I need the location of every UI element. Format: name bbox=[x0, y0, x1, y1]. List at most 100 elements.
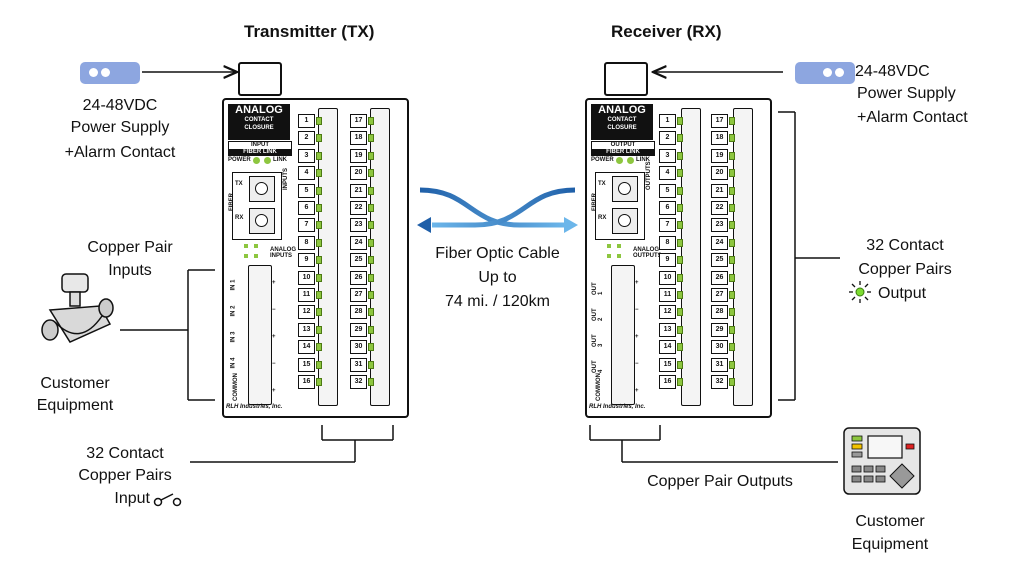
rx-output-terminal-strip[interactable] bbox=[611, 265, 635, 405]
tx-terminal-13: 13 bbox=[298, 322, 315, 337]
rx-terminal-4: 4 bbox=[659, 166, 676, 181]
tx-terminal-6: 6 bbox=[298, 201, 315, 215]
rx-terminal-led-5 bbox=[677, 186, 683, 195]
cust-left-label-2: Equipment bbox=[36, 397, 114, 414]
tx-analog-label: ANALOG INPUTS bbox=[270, 247, 296, 259]
rx-terminal-32: 32 bbox=[711, 375, 728, 389]
tx-terminal-led-26 bbox=[368, 273, 374, 282]
rx-terminal-14: 14 bbox=[659, 340, 676, 355]
tx-link-led-label: LINK bbox=[273, 157, 287, 163]
rx-terminal-28: 28 bbox=[711, 305, 728, 320]
tx-terminal-led-10 bbox=[316, 273, 322, 282]
tx-terminal-led-1 bbox=[316, 117, 322, 125]
tx-terminal-led-13 bbox=[316, 325, 322, 334]
cust-left-label-1: Customer bbox=[40, 375, 110, 392]
rx-power-led bbox=[616, 157, 623, 164]
tx-terminal-led-29 bbox=[368, 325, 374, 334]
rx-terminal-led-8 bbox=[677, 238, 683, 247]
rx-terminal-led-19 bbox=[729, 151, 735, 160]
rx-terminal-led-20 bbox=[729, 169, 735, 178]
tx-power-label-3: +Alarm Contact bbox=[64, 144, 176, 161]
tx-analog-pins bbox=[238, 242, 268, 262]
tx-terminal-led-2 bbox=[316, 134, 322, 143]
tx-channel-labels: IN 1 IN 2 IN 3 IN 4 COMMON bbox=[230, 279, 239, 401]
tx-terminal-29: 29 bbox=[350, 322, 367, 337]
rx-terminal-led-3 bbox=[677, 151, 683, 160]
tx-terminal-17: 17 bbox=[350, 114, 367, 128]
contact-in-label-3: Input bbox=[114, 490, 150, 507]
tx-terminal-led-14 bbox=[316, 343, 322, 352]
rx-terminal-25: 25 bbox=[711, 253, 728, 268]
rx-terminal-led-16 bbox=[677, 378, 683, 386]
rx-terminal-led-21 bbox=[729, 186, 735, 195]
rx-terminal-30: 30 bbox=[711, 340, 728, 355]
rx-fiber-port-tx[interactable] bbox=[612, 176, 638, 202]
tx-fiber-port-rx[interactable] bbox=[249, 208, 275, 234]
tx-terminal-11: 11 bbox=[298, 288, 315, 302]
tx-terminal-26: 26 bbox=[350, 270, 367, 285]
tx-fiber-port-tx[interactable] bbox=[249, 176, 275, 202]
tx-terminal-led-15 bbox=[316, 360, 322, 369]
rx-terminal-led-6 bbox=[677, 204, 683, 212]
rx-strip-2[interactable] bbox=[733, 108, 753, 406]
tx-power-led bbox=[253, 157, 260, 164]
tx-terminal-led-18 bbox=[368, 134, 374, 143]
rx-terminal-17: 17 bbox=[711, 114, 728, 128]
tx-input-terminal-strip[interactable] bbox=[248, 265, 272, 405]
rx-fiber-port-rx[interactable] bbox=[612, 208, 638, 234]
flow-meter-icon bbox=[41, 273, 114, 343]
tx-terminal-led-25 bbox=[368, 256, 374, 265]
rx-terminal-led-32 bbox=[729, 378, 735, 386]
tx-terminal-led-32 bbox=[368, 378, 374, 386]
tx-terminal-led-12 bbox=[316, 308, 322, 317]
rx-terminal-led-2 bbox=[677, 134, 683, 143]
contact-out-label-3: Output bbox=[878, 285, 927, 302]
rx-terminal-13: 13 bbox=[659, 322, 676, 337]
tx-terminal-23: 23 bbox=[350, 218, 367, 233]
tx-terminal-led-21 bbox=[368, 186, 374, 195]
rx-terminal-led-25 bbox=[729, 256, 735, 265]
rx-terminal-led-29 bbox=[729, 325, 735, 334]
tx-terminal-9: 9 bbox=[298, 253, 315, 268]
tx-terminal-16: 16 bbox=[298, 375, 315, 389]
tx-terminal-led-9 bbox=[316, 256, 322, 265]
rx-terminal-led-11 bbox=[677, 291, 683, 299]
tx-terminal-2: 2 bbox=[298, 131, 315, 146]
tx-terminal-led-4 bbox=[316, 169, 322, 178]
rx-strip-1[interactable] bbox=[681, 108, 701, 406]
fiber-label-3: 74 mi. / 120km bbox=[445, 293, 550, 310]
tx-terminal-12: 12 bbox=[298, 305, 315, 320]
rx-plus-minus: +−+−+ bbox=[635, 280, 639, 394]
rx-terminal-led-23 bbox=[729, 221, 735, 230]
rx-terminal-19: 19 bbox=[711, 148, 728, 163]
rx-terminal-10: 10 bbox=[659, 270, 676, 285]
rx-terminal-20: 20 bbox=[711, 166, 728, 181]
rx-terminal-5: 5 bbox=[659, 183, 676, 198]
rx-terminal-led-26 bbox=[729, 273, 735, 282]
rx-terminal-led-24 bbox=[729, 238, 735, 247]
rx-terminal-1: 1 bbox=[659, 114, 676, 128]
tx-terminal-3: 3 bbox=[298, 148, 315, 163]
tx-terminal-led-31 bbox=[368, 360, 374, 369]
tx-terminal-22: 22 bbox=[350, 201, 367, 215]
tx-terminal-32: 32 bbox=[350, 375, 367, 389]
tx-terminal-30: 30 bbox=[350, 340, 367, 355]
fiber-label-1: Fiber Optic Cable bbox=[435, 245, 560, 262]
copper-in-label-2: Inputs bbox=[108, 262, 152, 279]
rx-power-label-1: 24-48VDC bbox=[855, 63, 930, 80]
rx-terminal-led-31 bbox=[729, 360, 735, 369]
tx-terminal-10: 10 bbox=[298, 270, 315, 285]
tx-terminal-led-28 bbox=[368, 308, 374, 317]
rx-terminal-8: 8 bbox=[659, 235, 676, 250]
rx-terminal-31: 31 bbox=[711, 357, 728, 372]
tx-terminal-led-5 bbox=[316, 186, 322, 195]
rx-link-label: FIBER LINK bbox=[591, 149, 655, 156]
tx-group-label: INPUTS bbox=[283, 167, 289, 190]
tx-power-supply-icon bbox=[80, 62, 140, 84]
cust-right-label-1: Customer bbox=[855, 513, 925, 530]
rx-power-label-3: +Alarm Contact bbox=[857, 109, 968, 126]
rx-terminal-2: 2 bbox=[659, 131, 676, 146]
rx-terminal-9: 9 bbox=[659, 253, 676, 268]
tx-link-label: FIBER LINK bbox=[228, 149, 292, 156]
tx-terminal-led-17 bbox=[368, 117, 374, 125]
